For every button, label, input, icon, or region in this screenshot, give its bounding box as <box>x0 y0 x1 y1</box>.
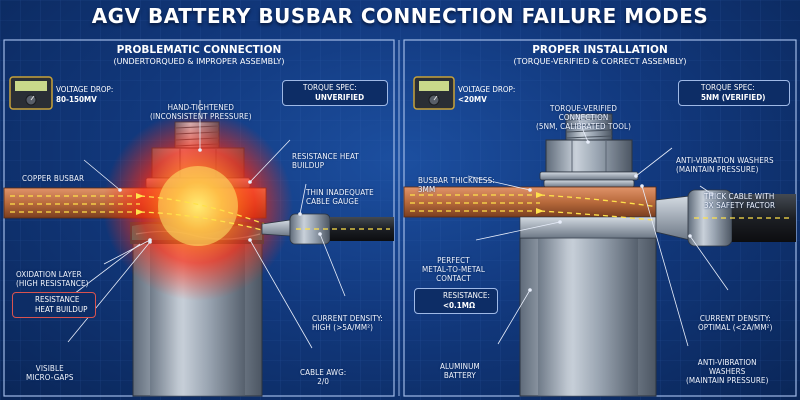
busbar-thickness-label: BUSBAR THICKNESS:3mm <box>418 176 495 194</box>
left-assembly <box>3 76 394 397</box>
washers-top-label: ANTI-VIBRATION WASHERS(MAINTAIN PRESSURE… <box>676 156 774 174</box>
right-current-density-label: CURRENT DENSITY:OPTIMAL (<2A/mm²) <box>698 314 773 332</box>
right-panel-title: PROPER INSTALLATION (TORQUE-VERIFIED & C… <box>513 44 687 66</box>
right-torque-box: TORQUE SPEC:5Nm (VERIFIED) <box>678 80 790 106</box>
right-voltage-box: VOLTAGE DROP:<20mV <box>458 85 516 104</box>
right-assembly <box>403 76 796 397</box>
left-torque-box: TORQUE SPEC:UNVERIFIED <box>282 80 388 106</box>
hand-tightened-label: HAND-TIGHTENED(INCONSISTENT PRESSURE) <box>150 103 252 121</box>
left-voltage-box: VOLTAGE DROP:80-150mV <box>56 85 114 104</box>
thick-cable-label: THICK CABLE WITH3x SAFETY FACTOR <box>704 192 776 210</box>
left-voltmeter-icon <box>9 76 53 110</box>
oxidation-layer-label: OXIDATION LAYER(HIGH RESISTANCE) <box>16 270 89 288</box>
cable-awg-label: CABLE AWG:2/0 <box>300 368 347 386</box>
left-panel-title: PROBLEMATIC CONNECTION (UNDERTORQUED & I… <box>113 44 285 66</box>
page-title: AGV BATTERY BUSBAR CONNECTION FAILURE MO… <box>91 4 709 28</box>
resistance-box: RESISTANCE:<0.1mΩ <box>414 288 498 314</box>
right-voltmeter-icon <box>413 76 455 110</box>
left-current-density-label: CURRENT DENSITY:HIGH (>5A/mm²) <box>312 314 383 332</box>
copper-busbar-label: COPPER BUSBAR <box>22 174 85 183</box>
